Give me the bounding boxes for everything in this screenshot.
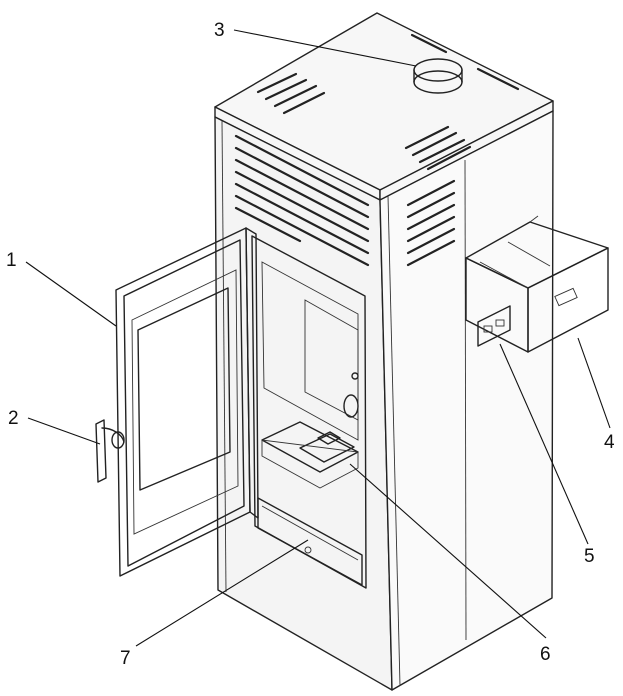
callout-5: 5 <box>584 546 595 567</box>
leader-4 <box>577 337 611 429</box>
leader-7 <box>135 539 309 647</box>
control-panel <box>477 305 511 347</box>
callout-6: 6 <box>540 644 551 665</box>
flue-pipe <box>413 58 463 94</box>
callouts: 1 2 3 4 5 6 7 <box>6 20 615 669</box>
hopper-drawer <box>465 215 609 353</box>
door <box>115 227 259 577</box>
front-left-edge <box>221 120 227 593</box>
leader-1 <box>25 261 117 327</box>
door-handle <box>95 419 125 483</box>
leader-6 <box>349 463 547 639</box>
callout-1: 1 <box>6 250 17 271</box>
leader-2 <box>27 417 101 445</box>
callout-2: 2 <box>8 408 19 429</box>
corner-bevel <box>387 195 401 687</box>
leader-3 <box>233 29 417 67</box>
stove-body <box>214 12 554 691</box>
callout-3: 3 <box>214 20 225 41</box>
top-grilles <box>256 33 520 171</box>
leader-5 <box>499 343 589 545</box>
side-seam <box>464 159 467 641</box>
callout-4: 4 <box>604 432 615 453</box>
door-glass <box>137 287 231 491</box>
side-grilles <box>406 179 456 267</box>
burn-pot <box>261 421 359 489</box>
callout-7: 7 <box>120 648 131 669</box>
firebox <box>251 235 367 589</box>
side-panel <box>379 110 554 691</box>
leader-lines <box>25 29 611 647</box>
front-grilles <box>234 134 370 267</box>
